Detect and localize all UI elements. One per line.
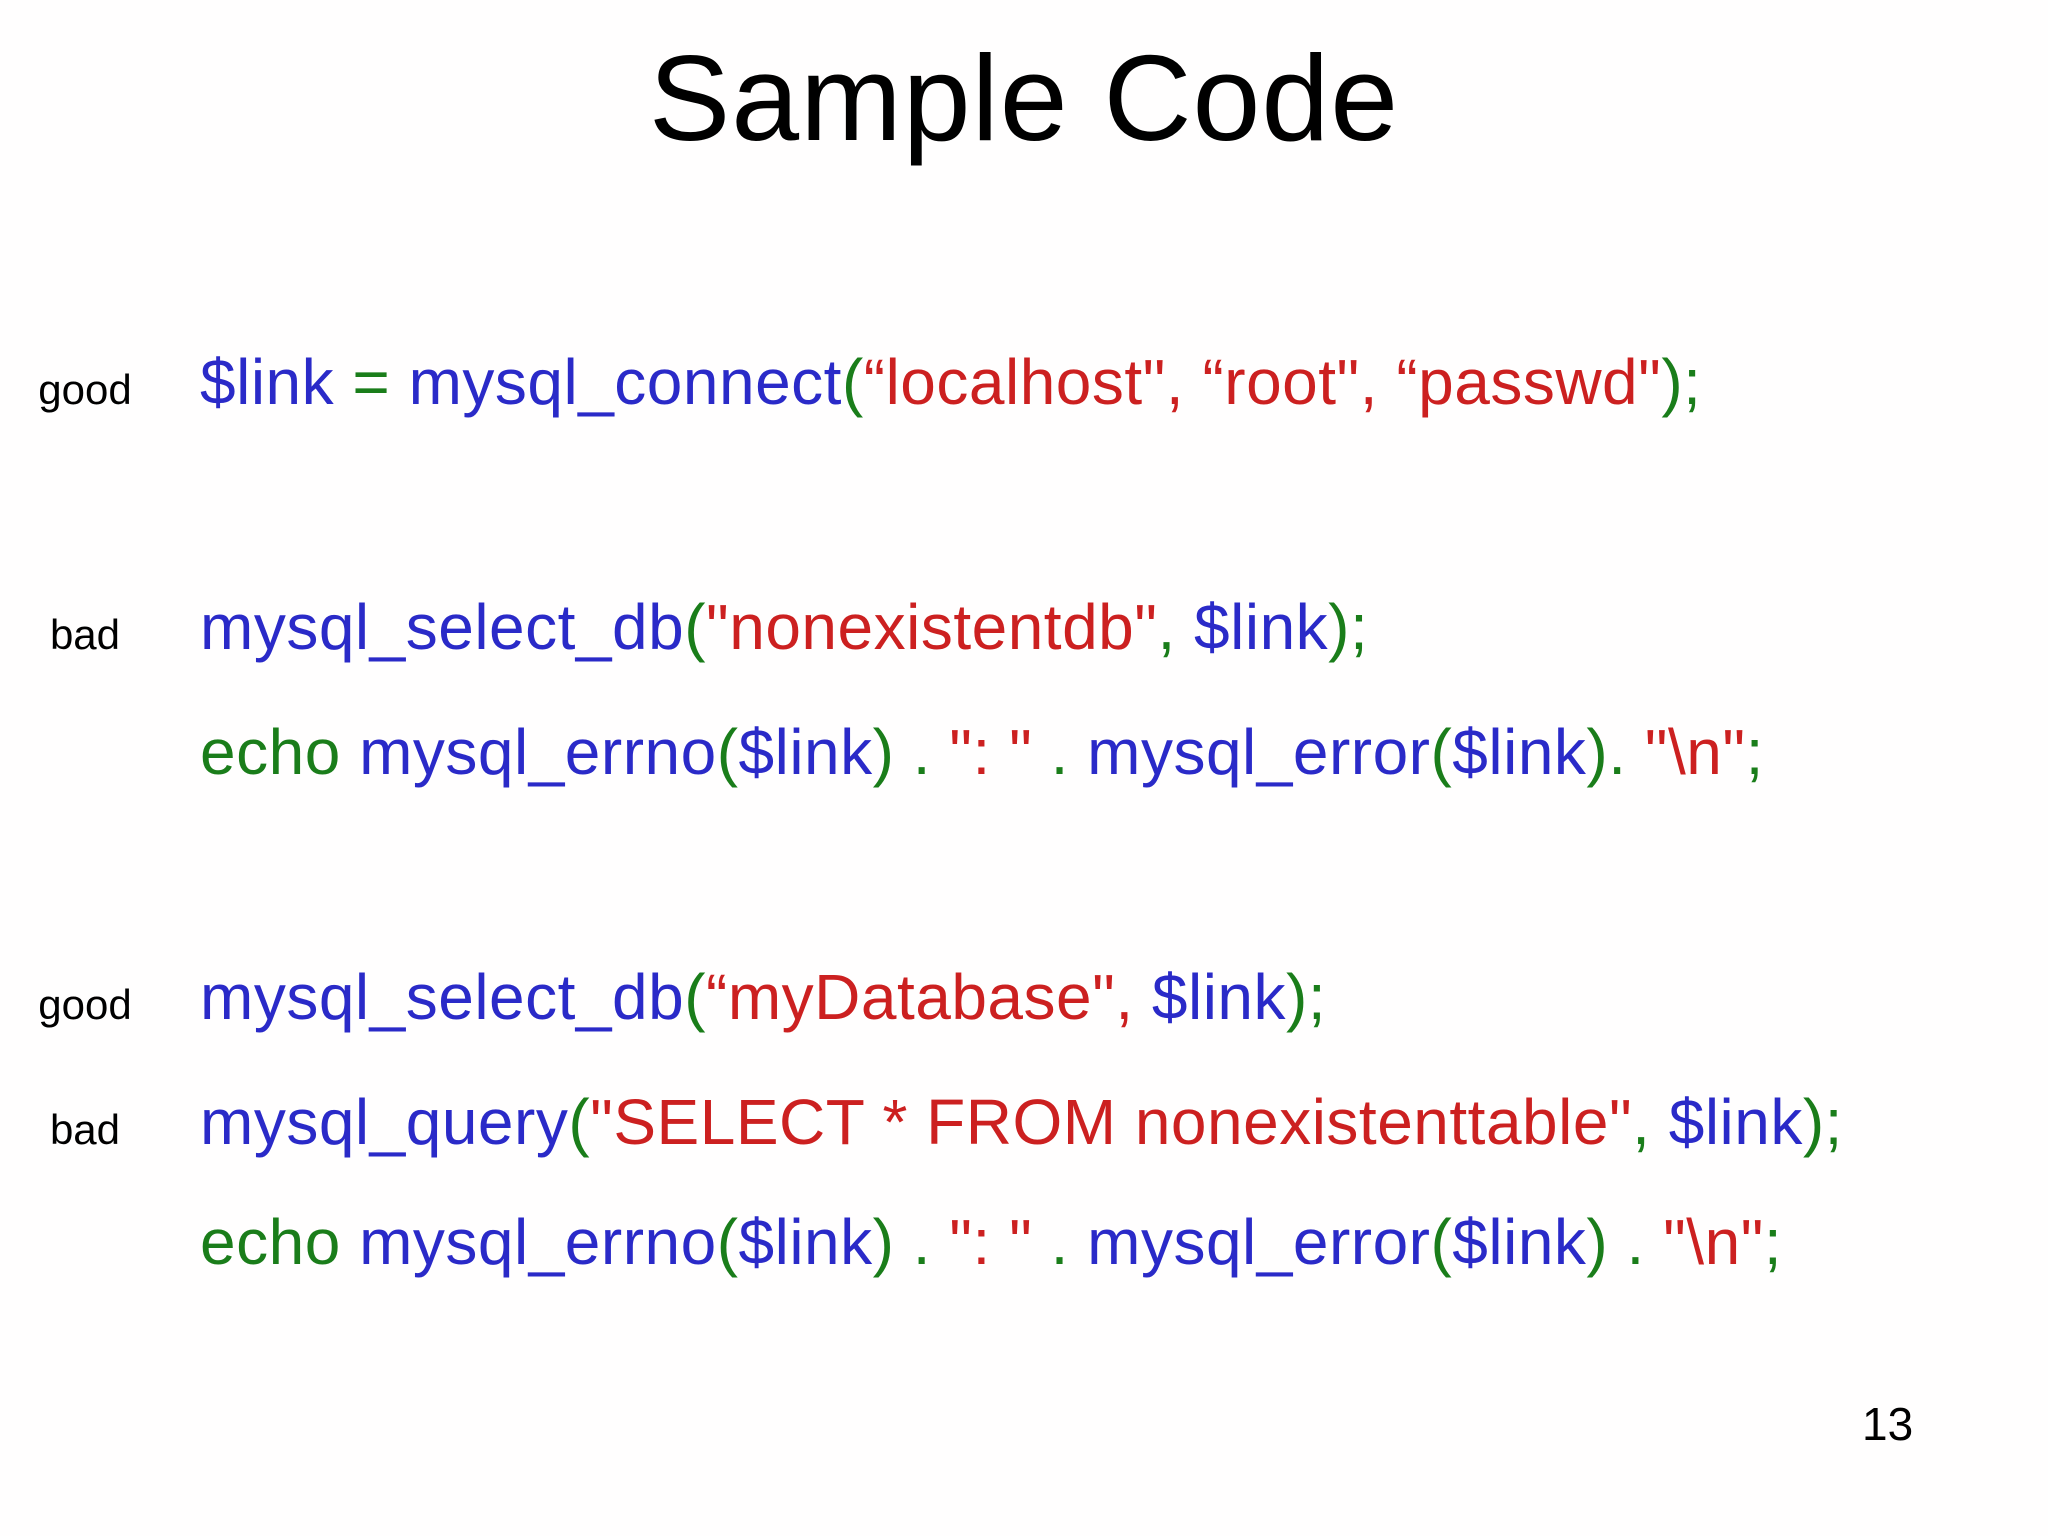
code-segment-func: mysql_error [1087, 716, 1431, 788]
code-line: echo mysql_errno($link) . ": " . mysql_e… [200, 715, 1764, 789]
code-segment-kw: echo [200, 716, 360, 788]
code-segment-str: "SELECT * FROM nonexistenttable" [590, 1086, 1633, 1158]
code-segment-func: mysql_errno [359, 1206, 717, 1278]
code-segment-func: mysql_query [200, 1086, 569, 1158]
code-segment-kw: ); [1286, 961, 1327, 1033]
code-segment-kw: , [1632, 1086, 1669, 1158]
code-segment-kw: , [1157, 591, 1195, 663]
code-segment-kw: ) . [872, 1206, 950, 1278]
code-segment-func: $link [738, 1206, 873, 1278]
row-label: good [38, 366, 132, 413]
row-label: bad [49, 611, 121, 658]
code-row: bad mysql_query("SELECT * FROM nonexiste… [0, 1085, 2020, 1159]
code-segment-str: “localhost", “root", “passwd" [863, 346, 1662, 418]
code-segment-func: mysql_connect [408, 346, 842, 418]
code-segment-str: ": " [949, 716, 1033, 788]
code-segment-kw: ( [716, 1206, 739, 1278]
code-line: echo mysql_errno($link) . ": " . mysql_e… [200, 1205, 1782, 1279]
code-segment-func: $link [200, 346, 353, 418]
code-segment-kw: echo [200, 1206, 360, 1278]
code-segment-func: $link [1668, 1086, 1803, 1158]
page-number: 13 [1862, 1398, 1914, 1450]
code-segment-kw: ; [1763, 1206, 1783, 1278]
code-segment-kw: ( [1430, 1206, 1453, 1278]
code-segment-func: mysql_select_db [200, 961, 685, 1033]
code-segment-str: "\n" [1663, 1206, 1764, 1278]
code-segment-kw: ( [1430, 716, 1453, 788]
code-segment-kw: ); [1802, 1086, 1843, 1158]
code-segment-kw: ) . [872, 716, 950, 788]
code-row: good $link = mysql_connect(“localhost", … [0, 345, 2020, 419]
code-segment-kw: . [1032, 716, 1088, 788]
code-segment-kw: ( [684, 961, 706, 1033]
slide-title: Sample Code [648, 30, 1400, 166]
row-label: good [38, 981, 132, 1028]
code-segment-kw: ( [568, 1086, 591, 1158]
code-segment-func: mysql_error [1087, 1206, 1431, 1278]
code-segment-kw: ; [1745, 716, 1764, 788]
code-segment-kw: ); [1661, 346, 1702, 418]
code-segment-func: $link [1452, 1206, 1587, 1278]
code-line: mysql_select_db("nonexistentdb", $link); [200, 590, 1368, 664]
code-segment-func: $link [738, 716, 873, 788]
code-segment-func: $link [1151, 961, 1286, 1033]
row-label: bad [49, 1106, 121, 1153]
code-row: echo mysql_errno($link) . ": " . mysql_e… [0, 1205, 2020, 1279]
code-segment-kw: ) . [1586, 1206, 1664, 1278]
code-segment-func: $link [1194, 591, 1329, 663]
code-segment-str: “myDatabase", [706, 961, 1152, 1033]
code-segment-kw: ). [1586, 716, 1645, 788]
code-segment-str: "nonexistentdb" [706, 591, 1158, 663]
code-segment-func: mysql_errno [359, 716, 717, 788]
code-segment-kw: . [1032, 1206, 1088, 1278]
code-segment-kw: ); [1328, 591, 1369, 663]
code-line: mysql_select_db(“myDatabase", $link); [200, 960, 1326, 1034]
code-segment-kw: ( [841, 346, 864, 418]
code-row: echo mysql_errno($link) . ": " . mysql_e… [0, 715, 2020, 789]
code-segment-kw: ( [716, 716, 739, 788]
code-segment-func: mysql_select_db [200, 591, 685, 663]
code-row: good mysql_select_db(“myDatabase", $link… [0, 960, 2020, 1034]
code-segment-str: ": " [949, 1206, 1033, 1278]
code-row: bad mysql_select_db("nonexistentdb", $li… [0, 590, 2020, 664]
code-line: mysql_query("SELECT * FROM nonexistentta… [200, 1085, 1843, 1159]
code-line: $link = mysql_connect(“localhost", “root… [200, 345, 1701, 419]
code-segment-kw: = [352, 346, 409, 418]
code-segment-kw: ( [684, 591, 706, 663]
code-segment-str: "\n" [1644, 716, 1746, 788]
code-segment-func: $link [1452, 716, 1587, 788]
